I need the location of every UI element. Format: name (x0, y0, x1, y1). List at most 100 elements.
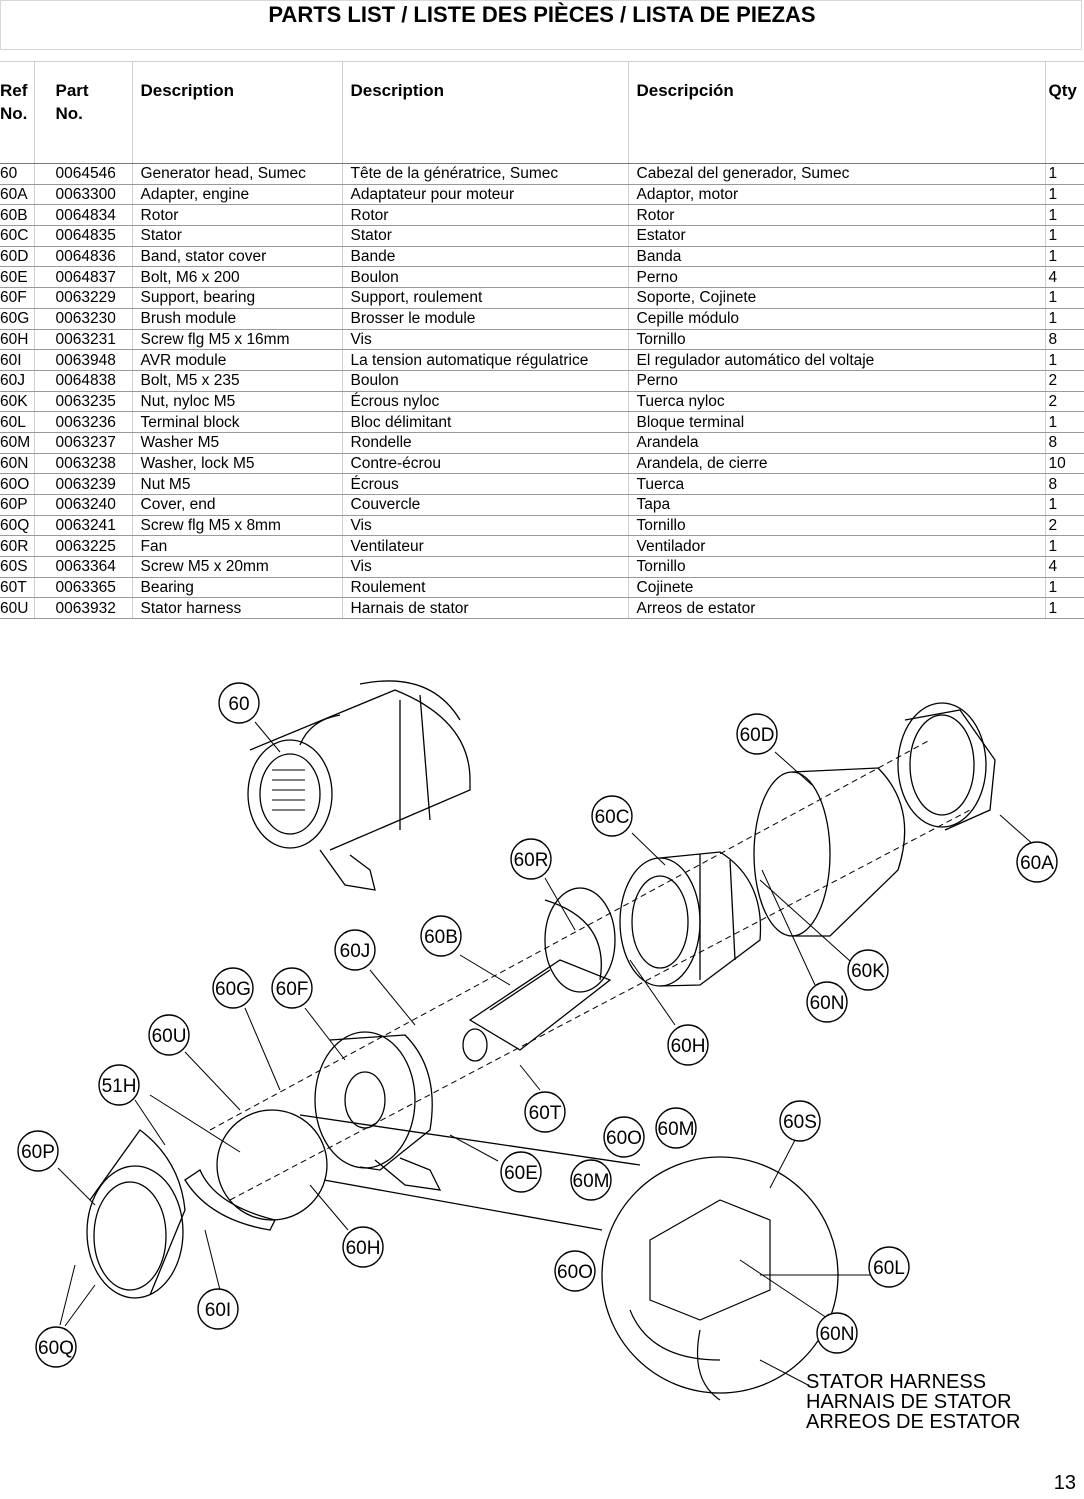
cell-part-no: 0063231 (33, 329, 132, 351)
cell-ref-no: 60O (0, 473, 34, 495)
cell-description-fr: Support, roulement (341, 287, 628, 309)
terminal-block-drawing (629, 1199, 771, 1401)
cell-qty: 1 (1044, 577, 1084, 599)
cell-description-es: Perno (627, 266, 1045, 289)
cell-qty: 1 (1044, 411, 1084, 433)
cell-description-en: Rotor (131, 204, 342, 227)
callout-circle (510, 838, 552, 880)
cell-description-es: Soporte, Cojinete (627, 287, 1045, 309)
cell-part-no: 0063230 (33, 308, 132, 330)
cell-ref-no: 60H (0, 329, 34, 351)
callout-label: 60N (820, 1324, 855, 1345)
cell-qty: 1 (1044, 308, 1084, 330)
cell-qty: 1 (1044, 597, 1084, 620)
cell-ref-no: 60P (0, 494, 34, 516)
cell-ref-no: 60L (0, 411, 34, 433)
cell-part-no: 0063239 (33, 473, 132, 495)
cell-part-no: 0063237 (33, 432, 132, 454)
cell-description-fr: Rotor (341, 204, 628, 227)
callout-circle (847, 949, 889, 991)
cell-ref-no: 60E (0, 266, 34, 289)
cell-part-no: 0064835 (33, 225, 132, 247)
cell-description-fr: Couvercle (341, 494, 628, 516)
cell-description-es: Tuerca (627, 473, 1045, 495)
cell-part-no: 0063932 (33, 597, 132, 620)
cell-part-no: 0063238 (33, 453, 132, 475)
callout-label: 60M (658, 1119, 695, 1140)
cell-ref-no: 60J (0, 370, 34, 392)
cell-ref-no: 60Q (0, 515, 34, 537)
cell-part-no: 0064834 (33, 204, 132, 227)
callout-circle (570, 1159, 612, 1201)
cell-ref-no: 60U (0, 597, 34, 620)
callout-60b: 60B (420, 915, 462, 957)
cell-part-no: 0064838 (33, 370, 132, 392)
stator-drawing (619, 851, 762, 987)
callout-60i: 60I (197, 1288, 239, 1330)
cell-ref-no: 60C (0, 225, 34, 247)
callout-60t: 60T (524, 1091, 566, 1133)
generator-head-drawing (247, 680, 471, 891)
cell-description-en: Nut, nyloc M5 (131, 391, 342, 413)
cell-qty: 1 (1044, 246, 1084, 268)
cell-description-en: Washer, lock M5 (131, 453, 342, 475)
callout-60u: 60U (148, 1014, 190, 1056)
cell-description-es: Arreos de estator (627, 597, 1045, 620)
cell-part-no: 0064546 (33, 163, 132, 185)
cell-description-en: Screw flg M5 x 8mm (131, 515, 342, 537)
cell-description-en: Cover, end (131, 494, 342, 516)
cell-ref-no: 60 (0, 163, 34, 185)
cell-description-es: Rotor (627, 204, 1045, 227)
callout-label: 60H (346, 1238, 381, 1259)
cell-qty: 4 (1044, 266, 1084, 289)
page-number: 13 (1053, 1472, 1076, 1494)
callout-circle (148, 1014, 190, 1056)
callout-circle (816, 1312, 858, 1354)
cell-description-en: Support, bearing (131, 287, 342, 309)
cell-part-no: 0063948 (33, 349, 132, 371)
cell-description-en: Adapter, engine (131, 184, 342, 206)
cell-description-fr: Ventilateur (341, 535, 628, 558)
cell-qty: 1 (1044, 535, 1084, 558)
cell-qty: 4 (1044, 556, 1084, 578)
cell-description-fr: Stator (341, 225, 628, 247)
cell-description-fr: Boulon (341, 266, 628, 289)
cell-description-fr: Vis (341, 329, 628, 351)
callout-circle (603, 1116, 645, 1158)
callout-label: 60H (671, 1036, 706, 1057)
callout-51h: 51H (98, 1064, 140, 1106)
callout-label: 60O (606, 1128, 642, 1149)
callout-label: 60E (504, 1163, 538, 1184)
callout-label: 60N (810, 993, 845, 1014)
callout-circle (554, 1250, 596, 1292)
callout-label: 60 (228, 694, 249, 715)
callout-label: 60K (851, 961, 885, 982)
callout-60p: 60P (17, 1130, 59, 1172)
cell-qty: 2 (1044, 515, 1084, 537)
callout-label: 60R (514, 850, 549, 871)
cell-part-no: 0063300 (33, 184, 132, 206)
cell-ref-no: 60D (0, 246, 34, 268)
callout-circle (17, 1130, 59, 1172)
callout-60n: 60N (806, 981, 848, 1023)
cell-description-es: Arandela (627, 432, 1045, 454)
cell-description-en: Generator head, Sumec (131, 163, 342, 185)
callout-60q: 60Q (35, 1326, 77, 1368)
cell-description-en: Nut M5 (131, 473, 342, 495)
header-description-en: Description (131, 61, 342, 164)
cell-description-fr: La tension automatique régulatrice (341, 349, 628, 371)
cell-part-no: 0063241 (33, 515, 132, 537)
